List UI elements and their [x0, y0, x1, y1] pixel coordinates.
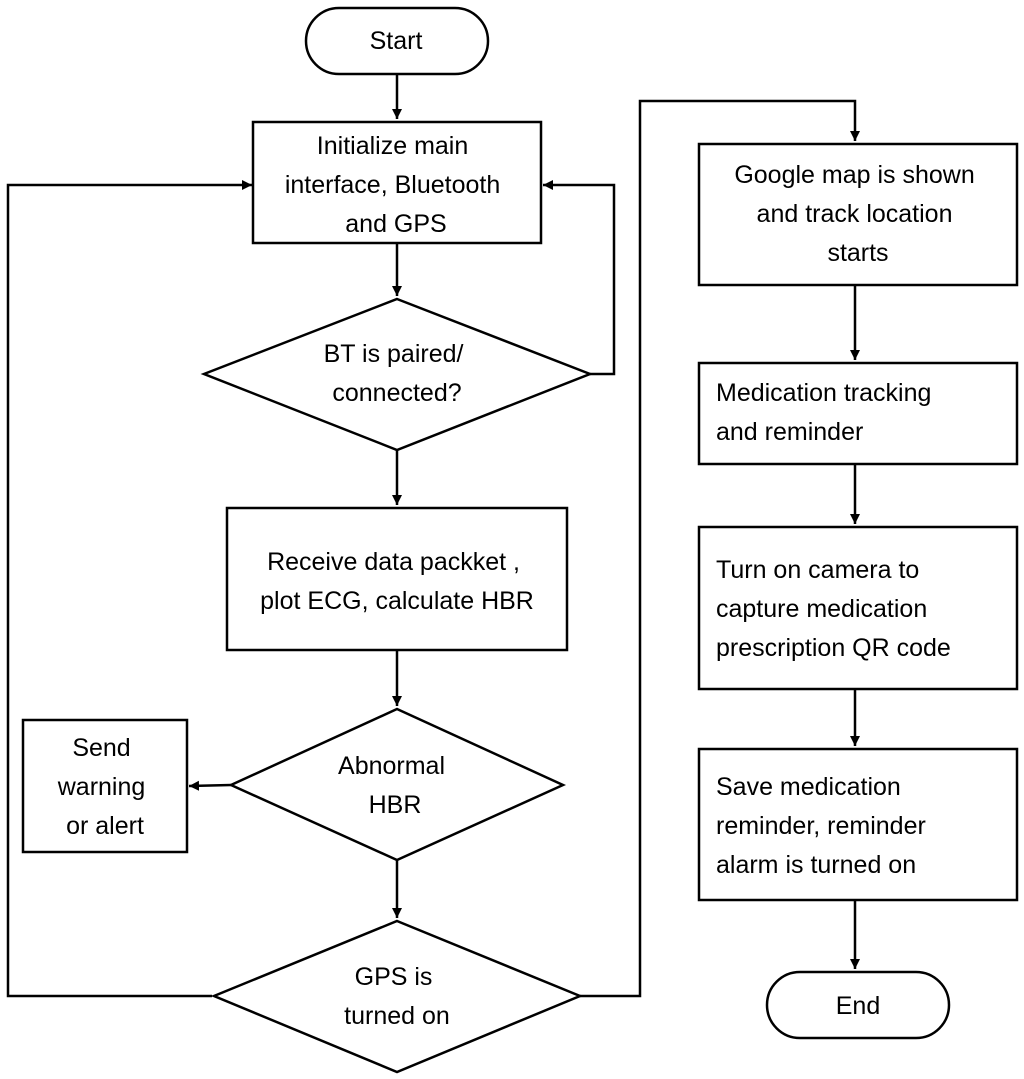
- bt-check-line-2: connected?: [332, 379, 461, 407]
- edge-gps-check-loop-to-init: [6, 180, 252, 998]
- svg-text:Turn on camera to captur: Turn on camera to capture medication pre…: [716, 556, 951, 662]
- end-label: End: [836, 992, 880, 1020]
- gps-check-line-1: GPS is: [355, 963, 433, 991]
- svg-text:Initialize main interfac: Initialize main interface, Bluetooth and…: [285, 132, 507, 238]
- receive-process-box: Receive data packket , plot ECG, calcula…: [225, 506, 569, 652]
- warning-line-1: Send: [72, 734, 130, 762]
- svg-text:Google map is shown and: Google map is shown and track location s…: [734, 161, 981, 267]
- abnormal-hbr-decision: Abnormal HBR: [227, 707, 567, 862]
- bt-check-decision: BT is paired/ connected?: [200, 297, 594, 452]
- map-line-2: and track location: [757, 200, 953, 228]
- receive-line-1: Receive data packket ,: [267, 548, 520, 576]
- send-warning-box: Send warning or alert: [21, 718, 189, 854]
- warning-line-3: or alert: [66, 812, 144, 840]
- init-line-2: interface, Bluetooth: [285, 171, 500, 199]
- start-terminal: Start: [304, 6, 490, 76]
- camera-process-box: Turn on camera to capture medication pre…: [697, 525, 1019, 691]
- warning-line-2: warning: [57, 773, 146, 801]
- bt-check-line-1: BT is paired/: [324, 340, 464, 368]
- medication-line-2: and reminder: [716, 418, 863, 446]
- gps-check-decision: GPS is turned on: [210, 919, 584, 1074]
- gps-check-line-2: turned on: [344, 1002, 450, 1030]
- init-process-box: Initialize main interface, Bluetooth and…: [251, 120, 543, 245]
- svg-text:Abnormal HBR: Abnormal HBR: [338, 752, 452, 819]
- svg-text:GPS is turned on: GPS is turned on: [344, 963, 450, 1030]
- camera-line-2: capture medication: [716, 595, 927, 623]
- abnormal-line-1: Abnormal: [338, 752, 445, 780]
- save-reminder-process-box: Save medication reminder, reminder alarm…: [697, 747, 1019, 902]
- svg-text:Send warning or al: Send warning or alert: [57, 734, 153, 840]
- save-line-1: Save medication: [716, 773, 901, 801]
- edge-abnormal-to-warning: [188, 780, 232, 791]
- medication-process-box: Medication tracking and reminder: [697, 361, 1019, 466]
- map-process-box: Google map is shown and track location s…: [697, 142, 1019, 287]
- camera-line-1: Turn on camera to: [716, 556, 919, 584]
- camera-line-3: prescription QR code: [716, 634, 951, 662]
- save-line-2: reminder, reminder: [716, 812, 926, 840]
- save-line-3: alarm is turned on: [716, 851, 916, 879]
- svg-text:Medication tracking and: Medication tracking and reminder: [716, 379, 938, 446]
- medication-line-1: Medication tracking: [716, 379, 931, 407]
- svg-text:Receive data packket , p: Receive data packket , plot ECG, calcula…: [260, 548, 534, 615]
- end-terminal: End: [765, 970, 951, 1040]
- start-label: Start: [370, 27, 423, 55]
- map-line-3: starts: [827, 239, 888, 267]
- abnormal-line-2: HBR: [369, 791, 422, 819]
- init-line-3: and GPS: [345, 210, 446, 238]
- map-line-1: Google map is shown: [734, 161, 974, 189]
- edge-bt-check-loop-to-init: [543, 180, 616, 376]
- svg-text:BT is paired/ connected?: BT is paired/ connected?: [324, 340, 471, 407]
- edge-gps-check-to-map: [580, 99, 860, 998]
- init-line-1: Initialize main: [317, 132, 468, 160]
- svg-text:Save medication reminder: Save medication reminder, reminder alarm…: [716, 773, 933, 879]
- receive-line-2: plot ECG, calculate HBR: [260, 587, 534, 615]
